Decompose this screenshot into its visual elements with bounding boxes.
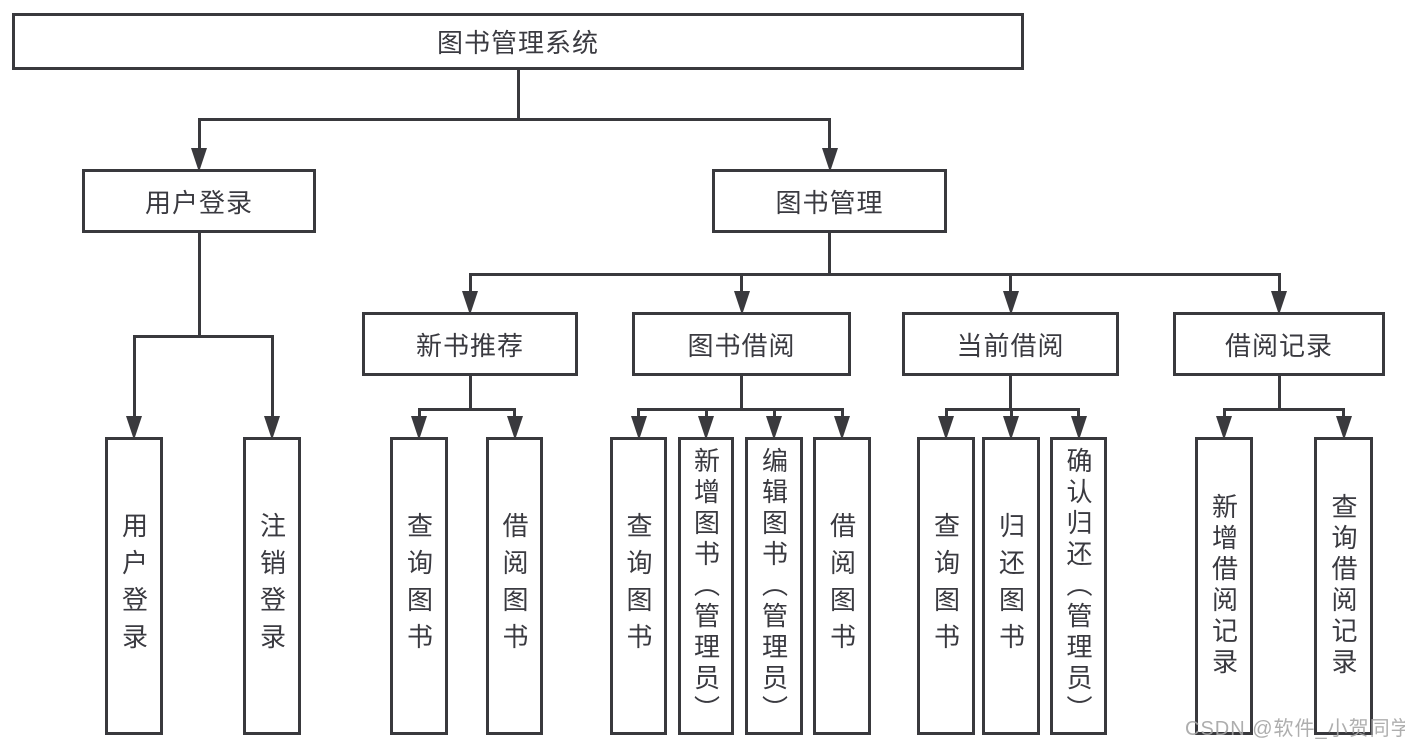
arrow-down-icon [1070,416,1087,440]
diagram-box-current-borrow: 当前借阅 [902,312,1119,376]
diagram-box-label: 查询借阅记录 [1328,493,1358,679]
arrow-down-icon [506,416,523,440]
connector-branch [197,118,201,151]
diagram-box-leaf-user-login: 用户登录 [105,437,163,735]
connector-branch [468,273,472,294]
arrow-down-icon [938,416,954,440]
diagram-box-label: 新增图书（管理员） [690,446,721,726]
diagram-box-leaf-bb-add: 新增图书（管理员） [678,437,734,735]
diagram-box-leaf-bb-query: 查询图书 [610,437,667,735]
connector-branch [740,273,743,294]
connector-branch [944,408,948,419]
connector-branch [828,118,831,151]
diagram-box-leaf-bb-borrow: 借阅图书 [813,437,871,735]
arrow-down-icon [698,416,714,440]
connector-branch [1222,408,1226,419]
connector-branch [704,408,708,419]
diagram-box-label: 新增借阅记录 [1208,493,1239,679]
diagram-box-label: 查询图书 [403,512,434,660]
diagram-box-user-login: 用户登录 [82,169,316,233]
diagram-box-new-book-rec: 新书推荐 [362,312,578,376]
arrow-down-icon [733,291,750,315]
diagram-box-leaf-logout: 注销登录 [243,437,301,735]
connector-stem [516,70,520,118]
arrow-down-icon [1335,416,1352,440]
arrow-down-icon [1002,291,1019,315]
connector-rail [468,273,1281,276]
arrow-down-icon [126,416,142,440]
diagram-box-label: 图书借阅 [687,330,796,361]
connector-branch [1277,273,1281,294]
diagram-box-label: 借阅图书 [826,512,857,660]
diagram-box-label: 借阅记录 [1224,330,1333,361]
diagram-box-label: 查询图书 [623,512,653,660]
connector-stem [468,376,472,408]
connector-stem [740,376,743,408]
diagram-box-leaf-rec-add: 新增借阅记录 [1195,437,1253,735]
arrow-down-icon [462,291,478,315]
connector-rail [1222,408,1345,411]
connector-rail [417,408,516,411]
diagram-box-label: 用户登录 [144,187,253,218]
arrow-down-icon [766,416,782,440]
connector-branch [1009,273,1012,294]
arrow-down-icon [191,148,207,172]
connector-branch [772,408,776,419]
diagram-box-borrow-records: 借阅记录 [1173,312,1385,376]
diagram-box-label: 注销登录 [256,512,287,660]
arrow-down-icon [834,416,850,440]
arrow-down-icon [264,416,280,440]
diagram-box-label: 确认归还（管理员） [1063,446,1093,726]
diagram-box-leaf-cb-query: 查询图书 [917,437,975,735]
diagram-box-leaf-nb-borrow: 借阅图书 [486,437,543,735]
diagram-box-label: 图书管理系统 [436,28,599,58]
connector-stem [197,233,201,335]
arrow-down-icon [630,416,647,440]
diagram-box-label: 借阅图书 [499,512,529,660]
diagram-box-label: 归还图书 [995,512,1026,660]
connector-branch [513,408,516,419]
diagram-box-leaf-cb-return: 归还图书 [982,437,1040,735]
diagram-box-label: 新书推荐 [415,330,524,361]
diagram-box-leaf-rec-query: 查询借阅记录 [1314,437,1373,735]
diagram-box-label: 编辑图书（管理员） [758,446,789,726]
diagram-box-book-mgmt: 图书管理 [712,169,947,233]
diagram-box-leaf-cb-confirm: 确认归还（管理员） [1050,437,1107,735]
diagram-box-label: 查询图书 [930,512,961,660]
connector-branch [270,335,274,419]
connector-rail [132,335,274,338]
diagram-box-leaf-nb-query: 查询图书 [390,437,448,735]
connector-branch [1009,408,1013,419]
arrow-down-icon [1271,291,1287,315]
diagram-box-label: 当前借阅 [956,330,1065,361]
connector-branch [637,408,640,419]
diagram-box-root: 图书管理系统 [12,13,1024,70]
connector-branch [1342,408,1345,419]
csdn-watermark: CSDN @软件_小贺同学 [1185,718,1405,740]
connector-branch [840,408,844,419]
connector-branch [1077,408,1080,419]
connector-stem [1009,376,1012,408]
connector-branch [132,335,136,419]
connector-stem [828,233,831,273]
diagram-box-book-borrow: 图书借阅 [632,312,851,376]
diagram-box-label: 图书管理 [775,187,884,218]
connector-stem [1277,376,1281,408]
connector-rail [197,118,831,121]
diagram-box-leaf-bb-edit: 编辑图书（管理员） [745,437,803,735]
connector-branch [417,408,421,419]
arrow-down-icon [411,416,427,440]
arrow-down-icon [1216,416,1232,440]
arrow-down-icon [821,148,838,172]
arrow-down-icon [1003,416,1019,440]
connector-rail [637,408,844,411]
diagram-box-label: 用户登录 [118,512,149,660]
